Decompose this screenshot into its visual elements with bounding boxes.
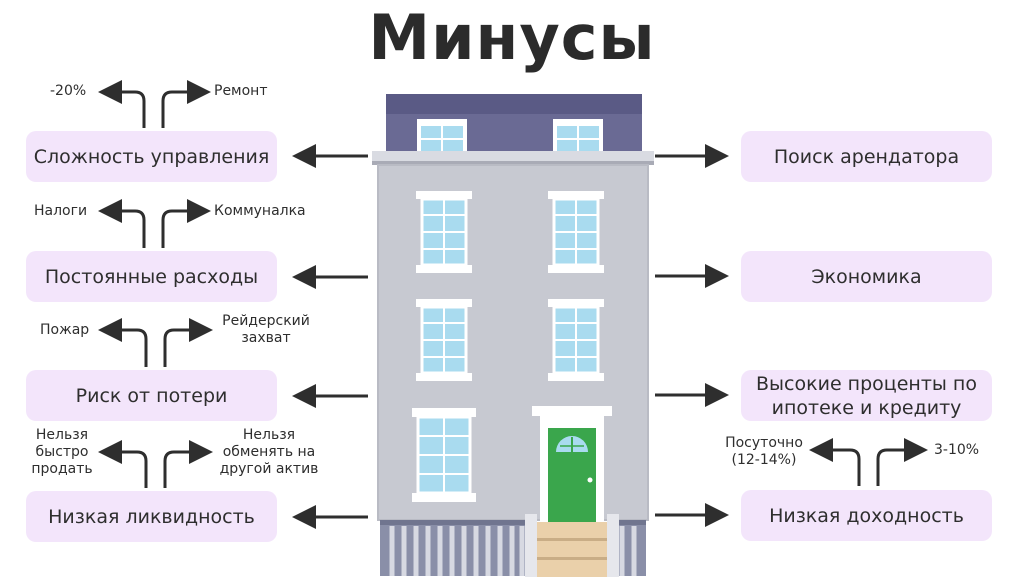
- sub-label: 3-10%: [934, 442, 980, 458]
- sub-arrow: [161, 199, 211, 248]
- sub-label: Ремонт: [214, 83, 268, 99]
- page-title: Минусы: [368, 1, 656, 74]
- box-economy: Экономика: [741, 251, 992, 302]
- sub-arrow: [876, 438, 928, 486]
- sub-label: Коммуналка: [214, 203, 306, 219]
- box-low-yield: Низкая доходность: [741, 490, 992, 541]
- sub-label: Посуточно (12-14%): [725, 435, 803, 468]
- box-loss-risk: Риск от потери: [26, 370, 277, 421]
- front-door: [532, 406, 612, 522]
- box-fixed-expenses: Постоянные расходы: [26, 251, 277, 302]
- attic-window: [417, 119, 467, 152]
- sub-arrow: [98, 80, 146, 128]
- sub-label: Налоги: [34, 203, 88, 219]
- sub-label: -20%: [50, 83, 87, 99]
- box-low-liquidity: Низкая ликвидность: [26, 491, 277, 542]
- sub-arrow: [163, 318, 213, 367]
- sub-arrow: [163, 440, 213, 488]
- sub-label: Пожар: [40, 322, 90, 338]
- sub-arrow: [98, 318, 148, 367]
- attic-window: [553, 119, 603, 152]
- entrance-steps: [537, 522, 607, 577]
- sub-label: Рейдерский захват: [222, 313, 310, 346]
- sub-arrow: [161, 80, 211, 128]
- box-management-complexity: Сложность управления: [26, 131, 277, 182]
- sub-label: Нельзя обменять на другой актив: [219, 427, 319, 477]
- sub-label: Нельзя быстро продать: [31, 427, 93, 477]
- sub-arrow: [98, 199, 146, 248]
- facade-windows: [412, 191, 604, 502]
- building-cornice: [372, 151, 654, 163]
- box-tenant-search: Поиск арендатора: [741, 131, 992, 182]
- sub-arrow: [98, 440, 148, 488]
- sub-arrow: [809, 438, 861, 486]
- box-high-interest: Высокие проценты по ипотеке и кредиту: [741, 370, 992, 421]
